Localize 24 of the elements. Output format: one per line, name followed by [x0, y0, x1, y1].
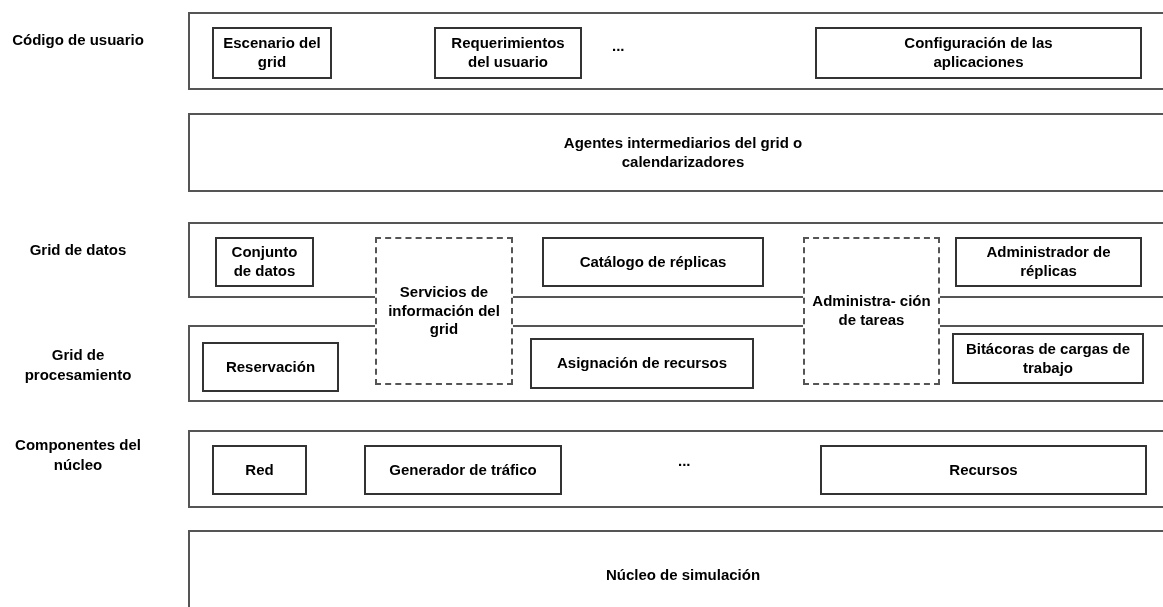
component-box: Generador de tráfico: [364, 445, 562, 495]
ellipsis-label: ...: [612, 37, 625, 56]
component-box: Red: [212, 445, 307, 495]
component-box: Reservación: [202, 342, 339, 392]
layer-heading: Componentes del núcleo: [14, 435, 142, 474]
layer-heading: Grid de datos: [28, 240, 128, 260]
layer-band: [188, 12, 1163, 90]
layer-band: Agentes intermediarios del grid o calendarizadores: [188, 113, 1163, 192]
component-box: Recursos: [820, 445, 1147, 495]
layer-heading: Código de usuario: [11, 30, 145, 50]
component-box: Conjunto de datos: [215, 237, 314, 287]
layer-band: [188, 430, 1163, 508]
layer-heading: Grid de procesamiento: [23, 345, 133, 384]
component-box: Bitácoras de cargas de trabajo: [952, 333, 1144, 384]
component-box: Asignación de recursos: [530, 338, 754, 389]
component-box: Configuración de las aplicaciones: [815, 27, 1142, 79]
component-box: Catálogo de réplicas: [542, 237, 764, 287]
component-box: Administrador de réplicas: [955, 237, 1142, 287]
dashed-service-box: Servicios de información del grid: [375, 237, 513, 385]
ellipsis-label: ...: [678, 452, 691, 471]
layer-band: Núcleo de simulación: [188, 530, 1163, 607]
dashed-service-box: Administra- ción de tareas: [803, 237, 940, 385]
component-box: Requerimientos del usuario: [434, 27, 582, 79]
component-box: Escenario del grid: [212, 27, 332, 79]
